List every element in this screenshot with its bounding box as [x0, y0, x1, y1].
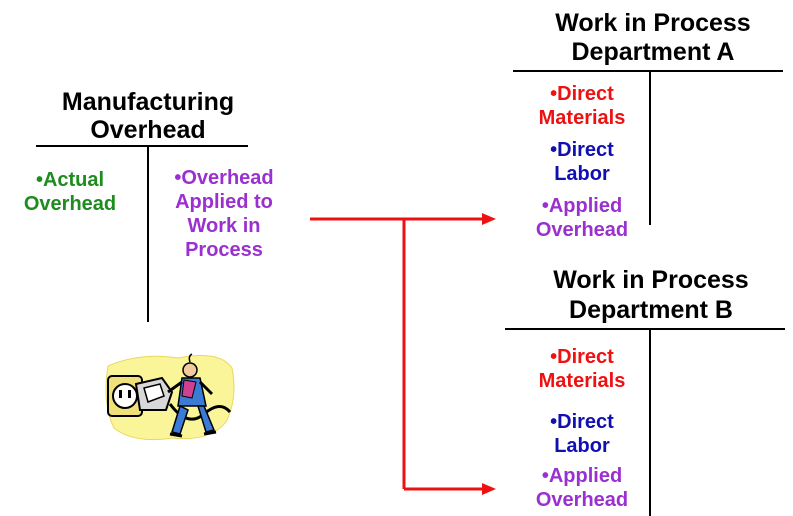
wip-b-t-vertical	[649, 329, 651, 516]
mo-debit-line1: •Actual	[35, 169, 105, 191]
wip-a-ao-line1: •Applied	[541, 195, 623, 217]
wip-a-t-horizontal	[513, 70, 783, 72]
mo-t-horizontal	[36, 145, 248, 147]
wip-a-dl-line2: Labor	[554, 163, 610, 185]
mo-credit-applied-overhead: •Overhead Applied to Work in Process	[150, 166, 298, 262]
wip-b-dm-line1: •Direct	[550, 346, 614, 368]
wip-b-direct-labor: •Direct Labor	[512, 410, 652, 458]
wip-b-t-horizontal	[505, 328, 785, 330]
wip-b-title-line2: Department B	[569, 296, 733, 324]
wip-b-ao-line1: •Applied	[541, 465, 623, 487]
wip-b-applied-overhead: •Applied Overhead	[512, 464, 652, 512]
wip-a-t-vertical	[649, 71, 651, 225]
wip-a-ao-line2: Overhead	[535, 219, 629, 241]
mo-credit-line3: Work in	[187, 215, 261, 237]
mo-title-line1: Manufacturing	[61, 88, 235, 116]
mo-title-line2: Overhead	[90, 116, 206, 144]
wip-a-dm-line1: •Direct	[550, 83, 614, 105]
wip-a-dm-line2: Materials	[538, 107, 626, 129]
mo-debit-line2: Overhead	[23, 193, 117, 215]
mo-credit-line2: Applied to	[175, 191, 273, 213]
wip-b-dl-line2: Labor	[554, 435, 610, 457]
wip-a-title-line1: Work in Process	[555, 9, 751, 37]
wip-a-direct-materials: •Direct Materials	[512, 82, 652, 130]
arrowhead-wip-b	[482, 483, 496, 495]
wip-b-dl-line1: •Direct	[550, 411, 614, 433]
mo-debit-actual-overhead: •Actual Overhead	[5, 168, 135, 216]
arrowhead-wip-a	[482, 213, 496, 225]
mo-credit-line1: •Overhead	[174, 167, 274, 189]
wip-b-direct-materials: •Direct Materials	[512, 345, 652, 393]
wip-a-title-line2: Department A	[571, 38, 735, 66]
wip-b-title-line1: Work in Process	[553, 266, 749, 294]
mo-t-vertical	[147, 146, 149, 322]
plug-socket-worker-icon	[105, 353, 235, 441]
wip-a-direct-labor: •Direct Labor	[512, 138, 652, 186]
wip-a-applied-overhead: •Applied Overhead	[512, 194, 652, 242]
wip-b-dm-line2: Materials	[538, 370, 626, 392]
wip-b-ao-line2: Overhead	[535, 489, 629, 511]
wip-a-dl-line1: •Direct	[550, 139, 614, 161]
mo-credit-line4: Process	[185, 239, 263, 261]
